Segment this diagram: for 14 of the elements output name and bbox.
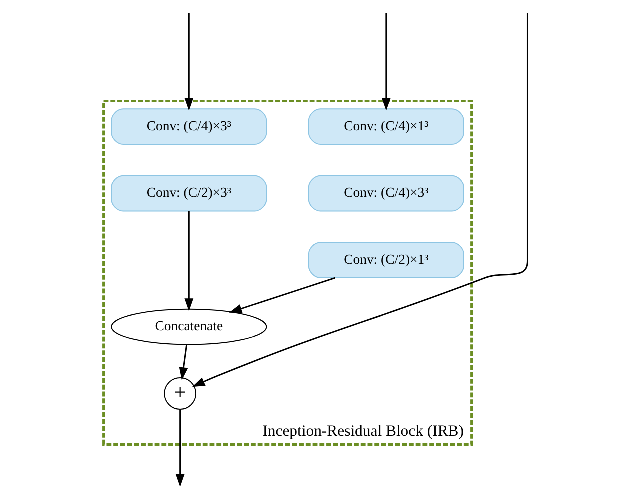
node-box: Conv: (C/4)×3³: [110, 108, 267, 145]
node-box: Conv: (C/4)×3³: [308, 175, 464, 212]
arrow: [381, 13, 390, 111]
node-circle: +: [164, 378, 196, 410]
arrow: [178, 344, 188, 380]
node-box: Conv: (C/2)×1³: [308, 242, 464, 278]
node-ellipse: Concatenate: [110, 308, 267, 346]
arrow: [228, 277, 336, 314]
arrow: [192, 13, 528, 388]
arrow: [184, 211, 194, 312]
node-box: Conv: (C/4)×1³: [308, 108, 464, 145]
arrow: [175, 410, 184, 488]
arrow: [184, 13, 194, 111]
node-box: Conv: (C/2)×3³: [110, 175, 267, 212]
